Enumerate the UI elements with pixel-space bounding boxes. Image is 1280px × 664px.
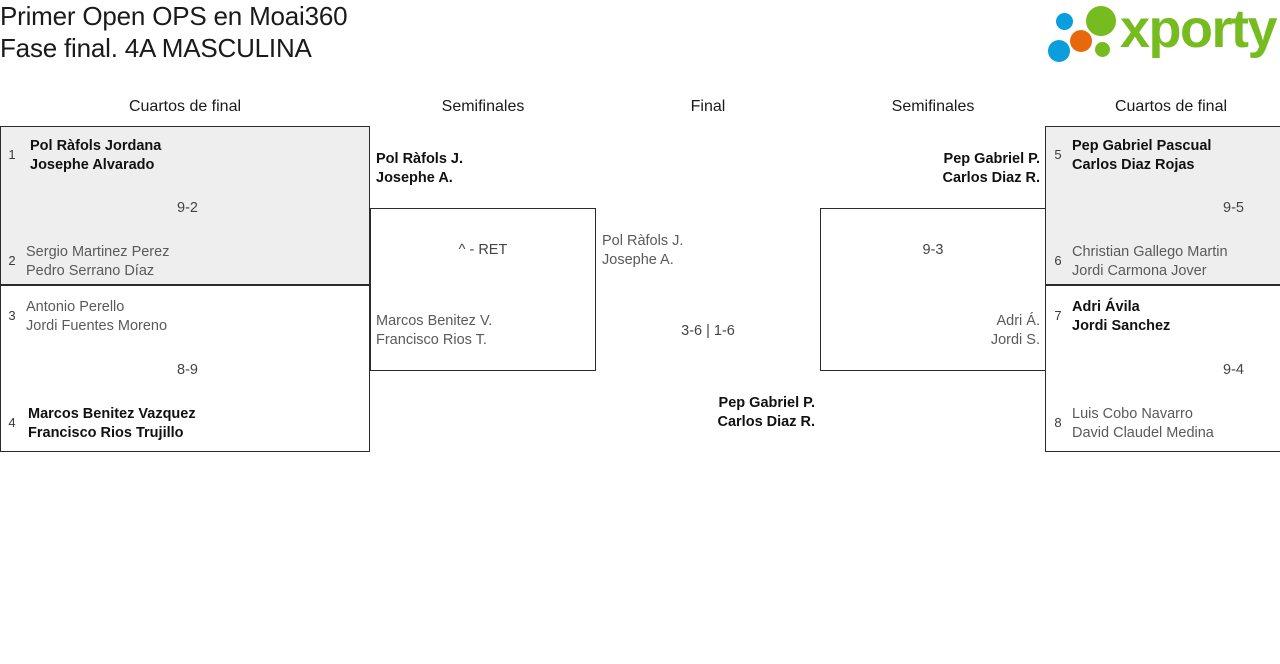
page-title: Primer Open OPS en Moai360 Fase final. 4…: [0, 0, 700, 64]
title-line-1: Primer Open OPS en Moai360: [0, 1, 348, 31]
team-name-qf1-top-line2: Josephe Alvarado: [30, 157, 155, 173]
logo-dots-icon: [1048, 4, 1126, 62]
round-header-left-semifinals: Semifinales: [441, 98, 525, 115]
team-name-sf-left-top-line1: Pol Ràfols J.: [376, 151, 464, 167]
team-name-qf7-bottom-line1: Luis Cobo Navarro: [1072, 406, 1193, 422]
round-header-right-quarterfinals: Cuartos de final: [1114, 98, 1228, 115]
team-name-qf7-top-line2: Jordi Sanchez: [1072, 318, 1171, 334]
logo-dot-green-small: [1095, 42, 1110, 57]
team-name-qf5-top-line1: Pep Gabriel Pascual: [1072, 138, 1212, 154]
seed-number-7: 7: [1054, 308, 1062, 323]
round-header-left-quarterfinals: Cuartos de final: [128, 98, 242, 115]
team-name-final-top-line2: Josephe A.: [602, 252, 674, 268]
team-name-qf1-bottom-line2: Pedro Serrano Díaz: [26, 263, 155, 279]
seed-number-1: 1: [8, 147, 16, 162]
team-name-sf-right-top-line1: Pep Gabriel P.: [943, 151, 1040, 167]
team-name-qf5-bottom-line2: Jordi Carmona Jover: [1072, 263, 1207, 279]
round-header-final: Final: [690, 98, 726, 115]
title-line-2: Fase final. 4A MASCULINA: [0, 33, 312, 63]
seed-number-5: 5: [1054, 147, 1062, 162]
logo-dot-orange: [1070, 30, 1092, 52]
xporty-logo[interactable]: xporty: [1048, 0, 1278, 64]
team-name-qf2-top-line1: Antonio Perello: [26, 299, 125, 315]
team-name-qf5-top-line2: Carlos Diaz Rojas: [1072, 157, 1195, 173]
seed-number-3: 3: [8, 308, 16, 323]
team-name-qf2-bottom-line2: Francisco Rios Trujillo: [28, 425, 184, 441]
team-name-sf-left-bottom-line2: Francisco Rios T.: [376, 332, 487, 348]
score-final: 3-6 | 1-6: [681, 323, 735, 339]
score-right-semifinal: 9-3: [922, 242, 944, 258]
score-right-qf-1: 9-5: [1223, 200, 1244, 216]
team-name-qf7-bottom-line2: David Claudel Medina: [1072, 425, 1214, 441]
round-header-right-semifinals: Semifinales: [891, 98, 975, 115]
team-name-sf-right-bottom-line1: Adri Á.: [996, 313, 1040, 329]
seed-number-8: 8: [1054, 415, 1062, 430]
match-box-left-qf-2[interactable]: [0, 285, 370, 452]
team-name-qf7-top-line1: Adri Ávila: [1072, 299, 1140, 315]
team-name-qf5-bottom-line1: Christian Gallego Martin: [1072, 244, 1228, 260]
connector-right-qf-1: [1037, 208, 1045, 209]
score-left-qf-2: 8-9: [177, 362, 198, 378]
team-name-qf2-top-line2: Jordi Fuentes Moreno: [26, 318, 168, 334]
logo-wordmark: xporty: [1120, 0, 1278, 59]
team-name-sf-right-top-line2: Carlos Diaz R.: [942, 170, 1041, 186]
seed-number-4: 4: [8, 415, 16, 430]
match-box-right-qf-2[interactable]: [1045, 285, 1280, 452]
score-left-qf-1: 9-2: [177, 200, 198, 216]
score-right-qf-2: 9-4: [1223, 362, 1244, 378]
logo-dot-green-large: [1086, 6, 1116, 36]
match-box-right-semifinal[interactable]: [820, 208, 1046, 371]
team-name-final-top-line1: Pol Ràfols J.: [602, 233, 684, 249]
seed-number-2: 2: [8, 253, 16, 268]
match-box-left-semifinal[interactable]: [370, 208, 596, 371]
team-name-qf1-top-line1: Pol Ràfols Jordana: [30, 138, 162, 154]
team-name-sf-left-bottom-line1: Marcos Benitez V.: [376, 313, 493, 329]
team-name-qf1-bottom-line1: Sergio Martinez Perez: [26, 244, 170, 260]
logo-dot-blue-small: [1056, 13, 1073, 30]
connector-right-qf-2: [1037, 370, 1045, 371]
logo-dot-blue-large: [1048, 40, 1070, 62]
match-box-right-qf-1[interactable]: [1045, 126, 1280, 285]
team-name-sf-right-bottom-line2: Jordi S.: [990, 332, 1040, 348]
team-name-final-bottom-line1: Pep Gabriel P.: [718, 395, 815, 411]
team-name-qf2-bottom-line1: Marcos Benitez Vazquez: [28, 406, 196, 422]
match-box-left-qf-1[interactable]: [0, 126, 370, 285]
team-name-sf-left-top-line2: Josephe A.: [376, 170, 453, 186]
team-name-final-bottom-line2: Carlos Diaz R.: [717, 414, 816, 430]
seed-number-6: 6: [1054, 253, 1062, 268]
score-left-semifinal: ^ - RET: [458, 242, 508, 258]
